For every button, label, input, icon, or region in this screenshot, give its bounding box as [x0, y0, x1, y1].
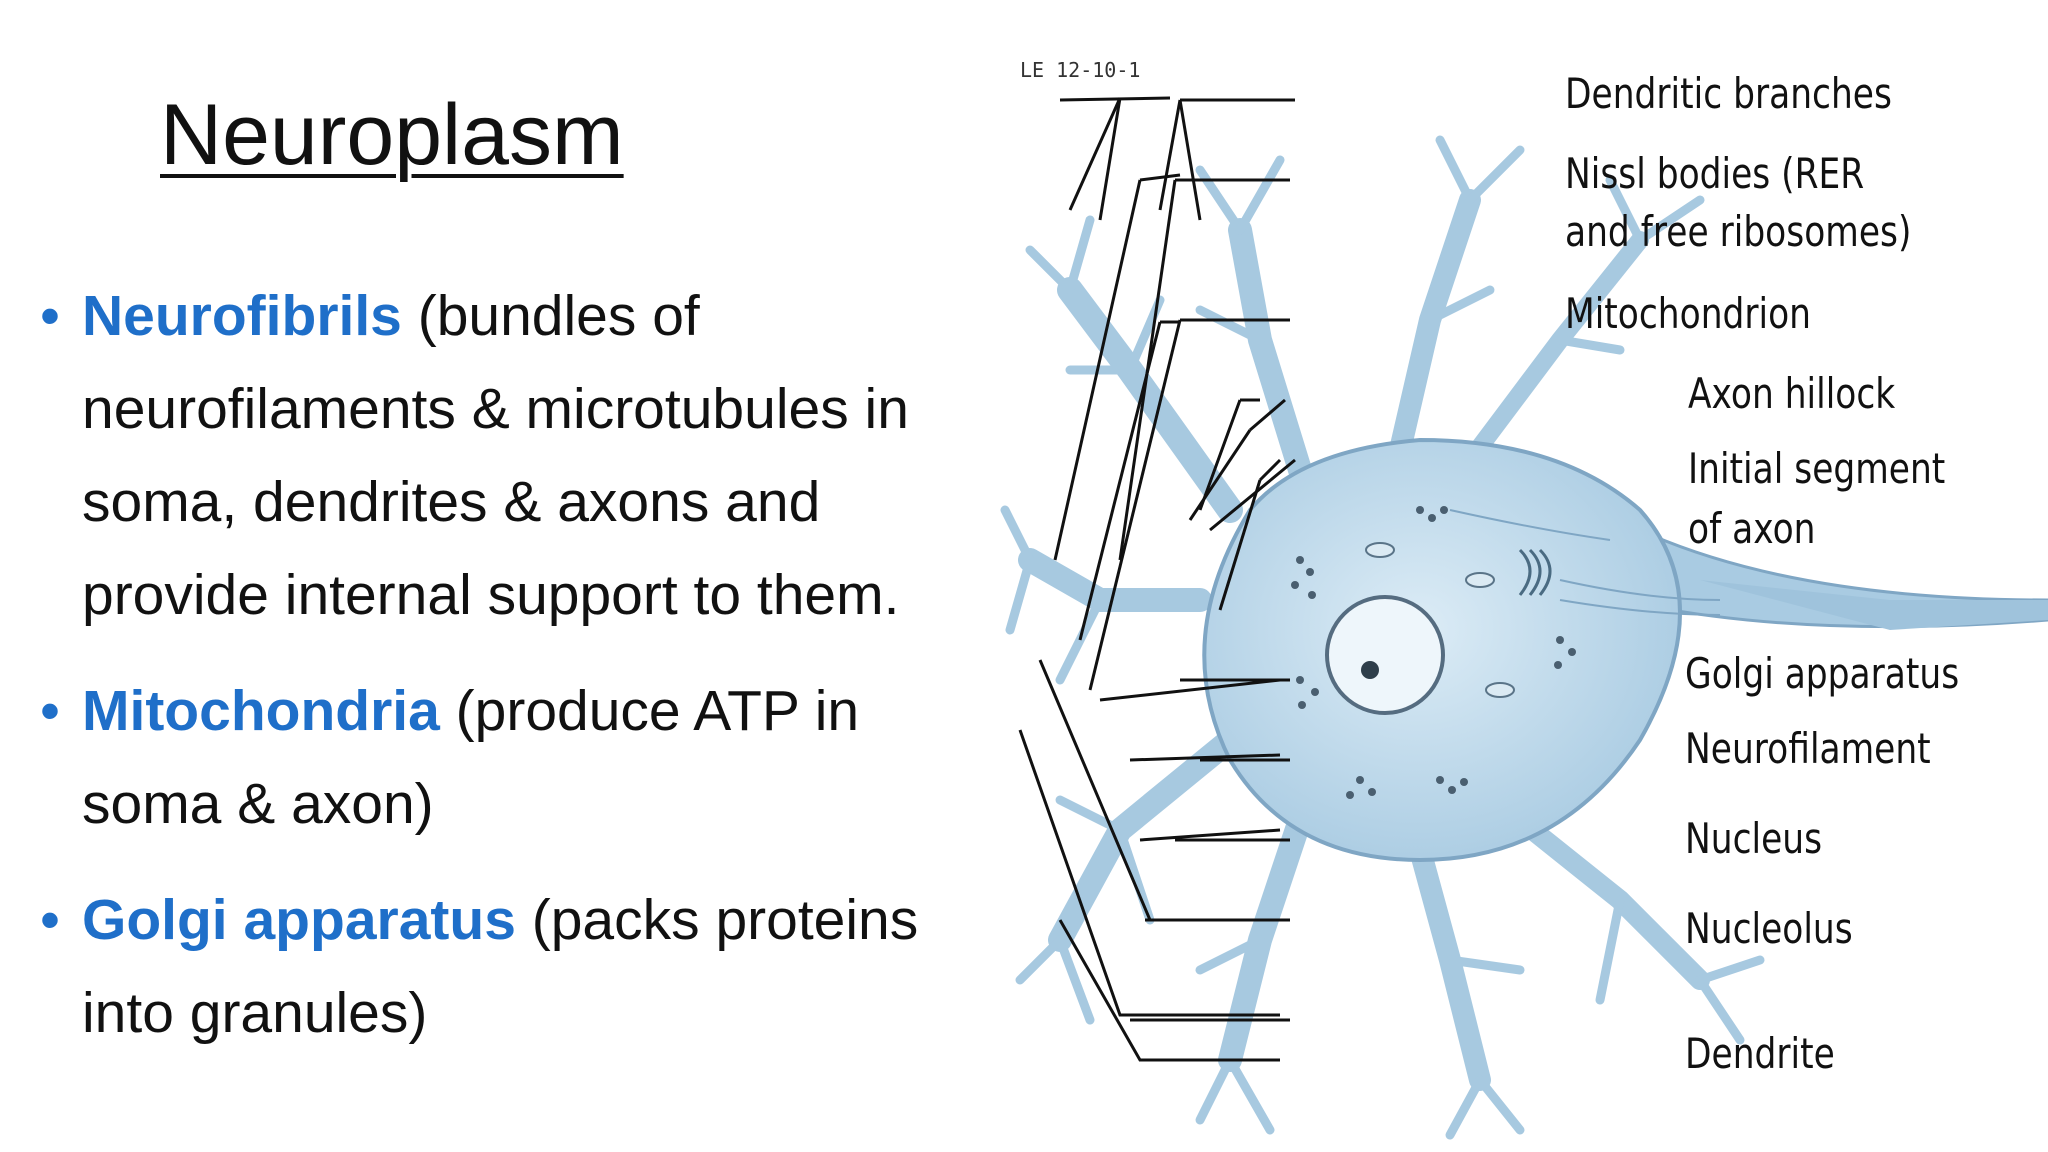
- label-dendrite: Dendrite: [1685, 1029, 1835, 1078]
- label-dendritic-branches: Dendritic branches: [1565, 69, 1892, 118]
- label-initial-segment-line2: of axon: [1688, 504, 1816, 553]
- label-golgi-apparatus: Golgi apparatus: [1685, 649, 1960, 698]
- nucleus: [1325, 595, 1445, 715]
- label-nucleus: Nucleus: [1685, 814, 1823, 863]
- bullet-text: (packs proteins into granules): [82, 888, 919, 1045]
- bullet-neurofibrils: • Neurofibrils (bundles of neurofilament…: [40, 270, 980, 642]
- nissl-bodies: [1291, 506, 1576, 799]
- bullet-list: • Neurofibrils (bundles of neurofilament…: [40, 270, 980, 1083]
- bullet-term: Mitochondria: [82, 679, 440, 743]
- bullet-term: Neurofibrils: [82, 284, 402, 348]
- label-nissl-bodies-line2: and free ribosomes): [1565, 207, 1912, 256]
- bullet-term: Golgi apparatus: [82, 888, 516, 952]
- label-neurofilament: Neurofilament: [1685, 724, 1931, 773]
- bullet-golgi: • Golgi apparatus (packs proteins into g…: [40, 874, 980, 1060]
- mitochondria: [1365, 542, 1515, 698]
- golgi-apparatus: [1518, 548, 1552, 596]
- bullet-marker-icon: •: [40, 284, 60, 348]
- figure-code: LE 12-10-1: [1020, 58, 1141, 82]
- bullet-marker-icon: •: [40, 888, 60, 952]
- bullet-mitochondria: • Mitochondria (produce ATP in soma & ax…: [40, 665, 980, 851]
- bullet-text: (bundles of neurofilaments & microtubule…: [82, 284, 909, 627]
- neuron-diagram: LE 12-10-1: [1000, 40, 2048, 1152]
- bullet-text: (produce ATP in soma & axon): [82, 679, 860, 836]
- label-axon-hillock: Axon hillock: [1688, 369, 1896, 418]
- neurofilaments: [1449, 509, 1721, 616]
- bullet-marker-icon: •: [40, 679, 60, 743]
- label-nucleolus: Nucleolus: [1685, 904, 1853, 953]
- dendritic-branches: [1000, 135, 1765, 1140]
- slide-title: Neuroplasm: [160, 87, 624, 183]
- label-nissl-bodies-line1: Nissl bodies (RER: [1565, 149, 1865, 198]
- nucleolus: [1361, 661, 1379, 679]
- neuron-illustration: [1000, 96, 2048, 1140]
- label-mitochondrion: Mitochondrion: [1565, 289, 1812, 338]
- axon: [1597, 507, 2048, 629]
- label-initial-segment-line1: Initial segment: [1688, 444, 1946, 493]
